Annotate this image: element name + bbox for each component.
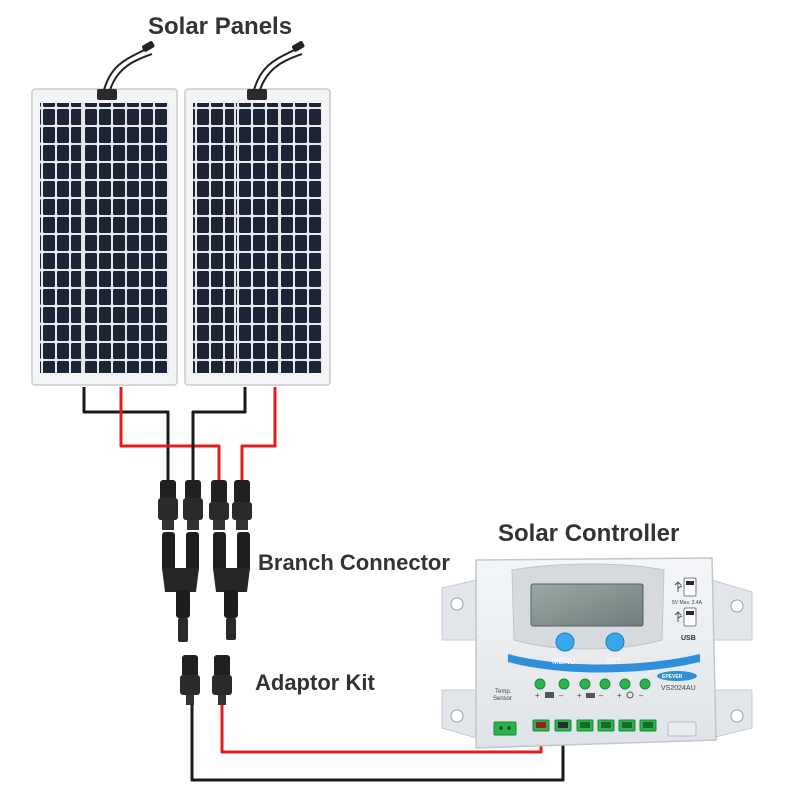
solar-panel-left [31, 41, 178, 386]
set-label: SET [606, 657, 622, 666]
panel-cable [103, 47, 153, 91]
branch-connector-right [213, 532, 250, 640]
solar-panel-icon [545, 692, 554, 698]
adaptor-kit-label: Adaptor Kit [255, 670, 375, 695]
svg-text:–: – [599, 691, 604, 700]
temp-sensor-terminal[interactable] [493, 721, 517, 736]
junction-box [97, 89, 117, 100]
temp-sensor-label: Temp. Sensor [493, 689, 513, 702]
branch-connector-label: Branch Connector [258, 550, 450, 575]
mc4-connector-row [158, 480, 252, 530]
usb-spec-label: 5V Max. 2.4A [672, 600, 703, 606]
svg-text:+: + [617, 691, 622, 700]
svg-text:–: – [639, 691, 644, 700]
solar-controller: MENU SET 5V Max. 2.4A USB EPEVER VS2024A… [441, 557, 753, 749]
svg-text:+: + [535, 691, 540, 700]
model-label: VS2024AU [661, 685, 696, 692]
bulb-icon [626, 691, 634, 699]
branch-connector-left [162, 532, 199, 642]
solar-controller-label: Solar Controller [498, 520, 680, 547]
wire-negative-right [191, 387, 247, 482]
usb-label: USB [681, 635, 696, 642]
svg-text:+: + [577, 691, 582, 700]
battery-icon [586, 693, 595, 698]
panel-wiring [82, 387, 277, 482]
adaptor-kit-plugs [180, 655, 232, 705]
cover-plate [667, 721, 697, 737]
menu-label: MENU [552, 657, 576, 666]
usb-port[interactable] [683, 577, 697, 597]
lcd-screen [530, 583, 644, 627]
wire-positive-left [119, 387, 221, 482]
usb-port[interactable] [683, 607, 697, 627]
bottom-terminal-row[interactable] [532, 719, 657, 732]
svg-text:–: – [559, 691, 564, 700]
wire-negative-controller [190, 705, 565, 782]
usb-icon [674, 581, 683, 622]
junction-box [247, 89, 267, 100]
brand-label: EPEVER [662, 674, 683, 680]
wire-positive-right [240, 387, 277, 482]
wire-negative-left [82, 387, 170, 482]
terminal-icon-row: + – + – + – [534, 678, 651, 700]
menu-button[interactable] [555, 632, 575, 652]
panel-cable [253, 47, 303, 91]
set-button[interactable] [605, 632, 625, 652]
solar-panel-right [184, 41, 331, 386]
brand-logo [657, 671, 697, 681]
solar-panels-label: Solar Panels [148, 13, 293, 40]
